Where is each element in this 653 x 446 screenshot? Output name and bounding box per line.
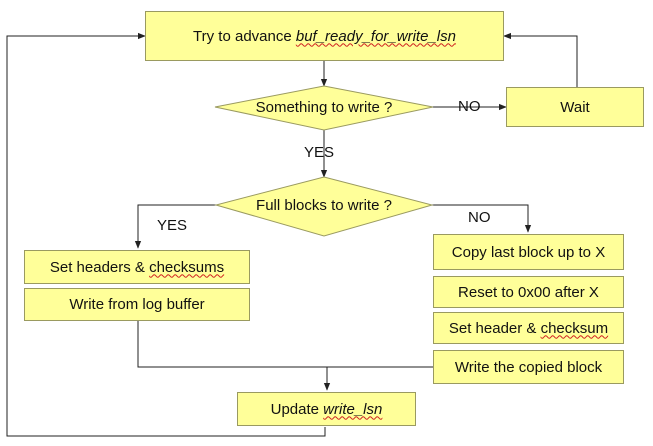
- decision-something-text: Something to write ?: [255, 98, 393, 116]
- edge-update-loop-to-advance: [6, 32, 326, 437]
- node-write-copied: Write the copied block: [433, 350, 624, 384]
- node-set-headers-text: Set headers &: [49, 258, 150, 276]
- edge-left-to-merge: [137, 321, 327, 368]
- node-try-advance-text: Try to advance: [193, 27, 296, 45]
- node-set-header: Set header & checksum: [433, 312, 624, 344]
- node-try-advance: Try to advance buf_ready_for_write_lsn: [145, 11, 504, 61]
- node-update-var: write_lsn: [323, 400, 383, 418]
- node-write-from-log: Write from log buffer: [24, 288, 250, 321]
- node-reset-text: Reset to 0x00 after X: [458, 283, 599, 301]
- node-set-header-spell: checksum: [540, 319, 609, 337]
- edge-full-to-left: [134, 204, 216, 249]
- decision-full-blocks-diamond: [214, 176, 434, 237]
- edge-label-no-right: NO: [468, 209, 491, 226]
- decision-something-diamond: [214, 85, 434, 131]
- node-set-headers-spell: checksums: [149, 258, 225, 276]
- node-set-headers: Set headers & checksums: [24, 250, 250, 284]
- node-write-copied-text: Write the copied block: [454, 358, 603, 376]
- node-reset: Reset to 0x00 after X: [433, 276, 624, 308]
- edge-label-yes-down: YES: [304, 144, 335, 161]
- node-wait: Wait: [506, 87, 644, 127]
- decision-full-blocks-text: Full blocks to write ?: [256, 196, 392, 214]
- node-write-from-log-text: Write from log buffer: [69, 296, 205, 313]
- edge-wait-to-advance: [503, 32, 578, 87]
- node-copy-last-block: Copy last block up to X: [433, 234, 624, 270]
- edge-label-yes-left: YES: [157, 217, 188, 234]
- node-wait-text: Wait: [560, 98, 590, 116]
- node-update: Update write_lsn: [237, 392, 416, 426]
- edge-label-no-wait: NO: [458, 98, 481, 115]
- node-try-advance-var: buf_ready_for_write_lsn: [295, 27, 456, 45]
- edge-full-to-right: [432, 204, 532, 233]
- node-set-header-text: Set header &: [448, 319, 541, 337]
- node-copy-last-block-text: Copy last block up to X: [451, 243, 606, 261]
- node-update-text: Update: [270, 400, 324, 418]
